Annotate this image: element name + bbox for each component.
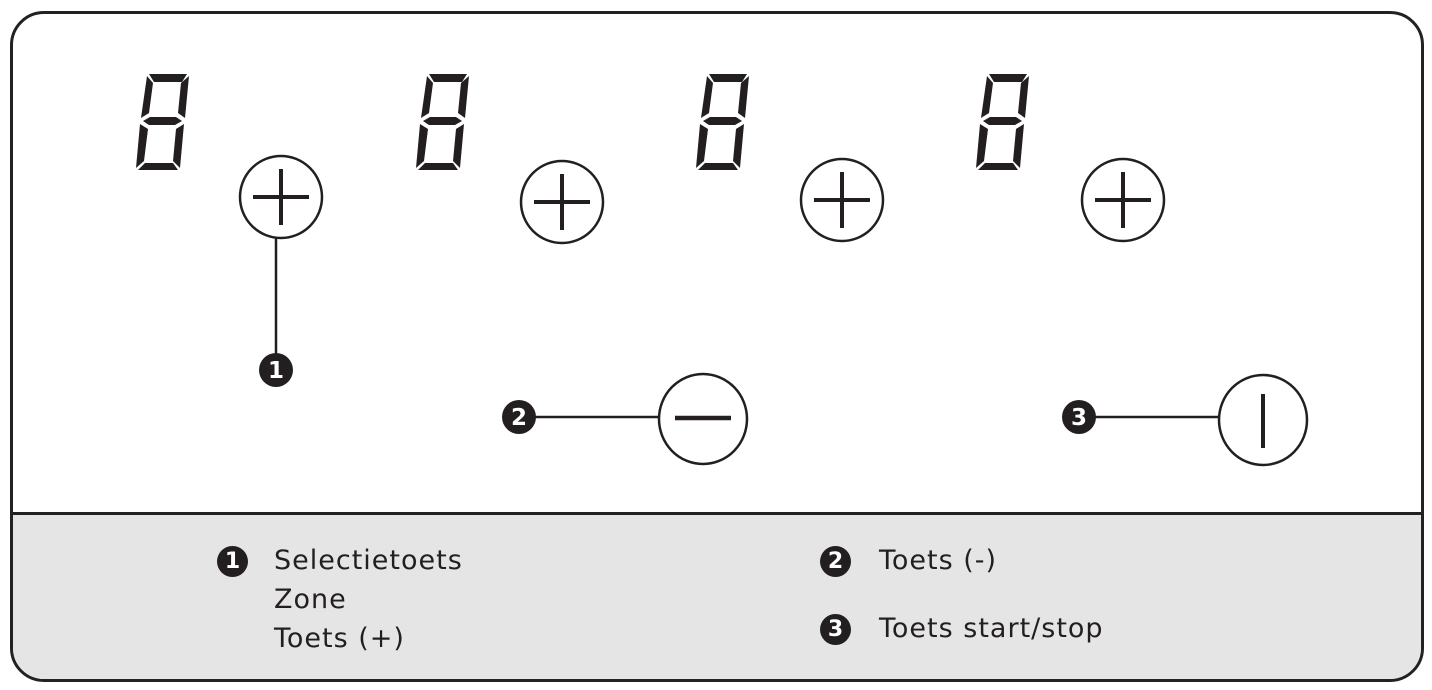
callout-number-3: 3 [1071,405,1087,431]
legend-line-selectietoets: Selectietoets [274,545,463,576]
plus-icon [1095,172,1151,228]
callout-badge-2: 2 [502,400,536,434]
legend-badge-1: 1 [217,546,248,577]
legend-panel: 1 Selectietoets Zone Toets (+) 2 Toets (… [13,512,1421,679]
zone-display-1 [136,74,189,170]
plus-icon [253,169,309,225]
control-panel-diagram: 1 2 3 [136,74,1309,467]
legend-line-toets-start-stop: Toets start/stop [879,613,1104,644]
control-panel-frame: 1 2 3 1 Selectietoets Zone To [10,11,1424,682]
zone-display-2 [416,74,469,170]
zone-display-3 [696,74,749,170]
callout-number-2: 2 [511,405,527,431]
plus-icon [814,172,870,228]
plus-key-3[interactable] [799,157,885,243]
plus-key-4[interactable] [1080,157,1166,243]
plus-key-2[interactable] [519,159,605,245]
legend-line-zone: Zone [274,584,347,615]
zone-display-4 [976,74,1029,170]
plus-key-1[interactable] [238,154,324,240]
legend-line-toets-plus: Toets (+) [274,623,405,654]
callout-badge-1: 1 [259,353,293,387]
legend-line-toets-minus: Toets (-) [879,545,998,576]
legend-badge-3: 3 [820,614,851,645]
plus-icon [534,174,590,230]
callout-badge-3: 3 [1062,400,1096,434]
legend-badge-2: 2 [820,546,851,577]
start-stop-key[interactable] [1217,373,1309,467]
minus-key[interactable] [657,372,749,466]
callout-number-1: 1 [268,358,284,384]
